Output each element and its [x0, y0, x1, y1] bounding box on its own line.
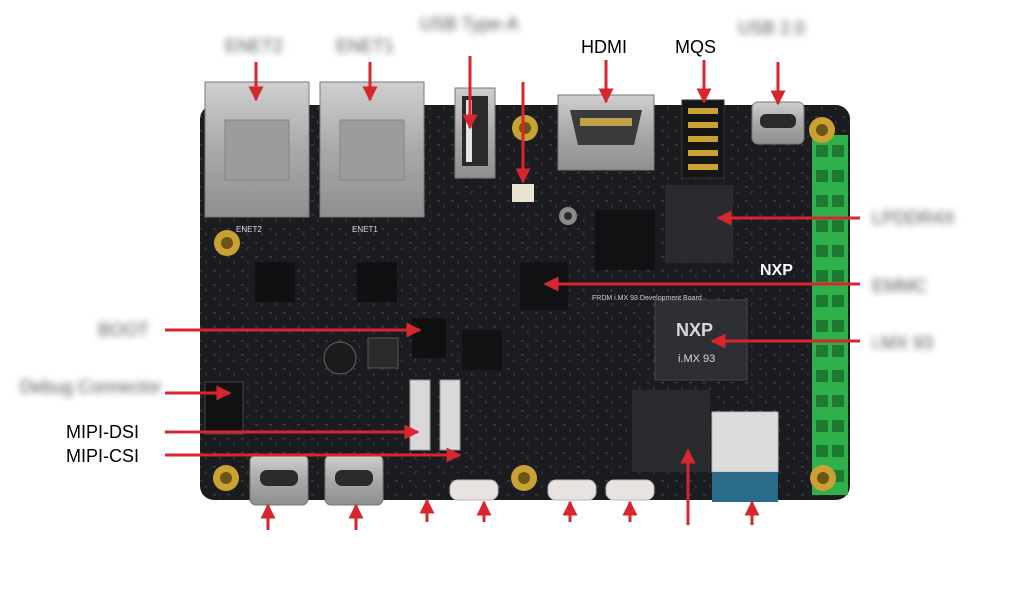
label-usb-a: USB Type-A — [420, 14, 519, 34]
label-mqs: MQS — [675, 37, 717, 57]
mqs-header — [681, 99, 725, 179]
silk-enet1: ENET1 — [352, 225, 378, 234]
silk-imx-chip: i.MX 93 — [678, 353, 715, 365]
mipi-csi-connector — [439, 379, 461, 451]
hdmi-bridge-chip — [595, 210, 655, 270]
lpddr-chip — [665, 185, 733, 263]
silk-nxp-chip: NXP — [676, 320, 713, 340]
ethernet-jack-2 — [204, 81, 310, 218]
label-lpddr: LPDDR4X — [872, 208, 956, 228]
silk-enet2: ENET2 — [236, 225, 262, 234]
emmc-chip — [520, 262, 568, 310]
label-boot: BOOT — [98, 320, 150, 340]
wifi-module — [711, 411, 779, 473]
reset-switch — [512, 184, 534, 202]
label-imx: i.MX 93 — [872, 333, 934, 353]
hdmi-port — [557, 94, 655, 171]
usb-c-bottom-1 — [249, 454, 309, 506]
label-hdmi: HDMI — [581, 37, 627, 57]
usb-c-bottom-2 — [324, 454, 384, 506]
silk-frdm: FRDM i.MX 93 Development Board — [592, 295, 702, 302]
capacitor — [323, 341, 357, 375]
mipi-dsi-connector — [409, 379, 431, 451]
pmic-chip — [632, 390, 710, 472]
label-mipi-csi: MIPI-CSI — [66, 446, 140, 466]
label-enet1: ENET1 — [336, 36, 395, 56]
label-debug: Debug Connector — [20, 377, 162, 397]
label-mipi-dsi: MIPI-DSI — [66, 422, 140, 442]
wifi-module-base — [712, 472, 778, 502]
silk-nxp-logo: NXP — [760, 262, 793, 279]
inductor — [367, 337, 399, 369]
button-2 — [547, 479, 597, 501]
button-1 — [449, 479, 499, 501]
boot-switch — [412, 318, 446, 358]
label-emmc: EMMC — [872, 276, 927, 296]
phy-chip-1 — [357, 262, 397, 302]
usb-a-port — [454, 87, 496, 179]
button-3 — [605, 479, 655, 501]
label-enet2: ENET2 — [225, 36, 284, 56]
usb-c-top-port — [751, 101, 805, 145]
debug-connector — [204, 381, 244, 435]
mid-chip — [462, 330, 502, 370]
label-usb-c: USB 2.0 — [738, 18, 806, 38]
gpio-header — [812, 135, 848, 495]
ethernet-jack-1 — [319, 81, 425, 218]
phy-chip-2 — [255, 262, 295, 302]
